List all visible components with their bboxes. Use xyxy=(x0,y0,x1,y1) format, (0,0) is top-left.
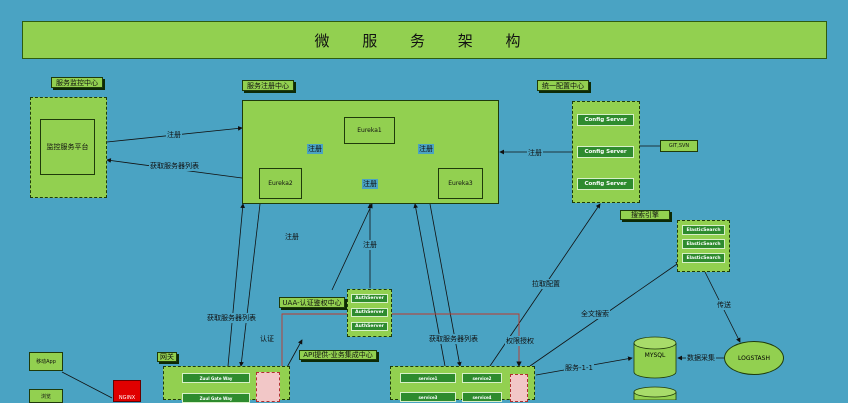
edge-label: 注册 xyxy=(284,232,300,242)
es-node-1[interactable]: ElasticSearch xyxy=(682,225,725,235)
gateway-filter xyxy=(256,372,280,402)
database-icon xyxy=(633,386,677,400)
api-service-4[interactable]: service4 xyxy=(462,392,502,402)
edge-label: 获取服务器列表 xyxy=(428,334,479,344)
auth-server-2[interactable]: AuthServer xyxy=(351,308,388,317)
eureka-node-3[interactable]: Eureka3 xyxy=(438,168,483,199)
tag-gateway: 网关 xyxy=(157,352,177,362)
client-browser[interactable]: 浏览 xyxy=(29,389,63,403)
es-node-2[interactable]: ElasticSearch xyxy=(682,239,725,249)
logstash-node[interactable]: LOGSTASH xyxy=(724,341,784,375)
tag-registry: 服务注册中心 xyxy=(242,80,294,91)
edge-label: 注册 xyxy=(307,144,323,154)
edge-label: 注册 xyxy=(527,148,543,158)
tag-api: API提供-业务集成中心 xyxy=(299,350,377,360)
auth-server-3[interactable]: AuthServer xyxy=(351,322,388,331)
tag-search: 搜索引擎 xyxy=(620,210,670,220)
git-svn-node[interactable]: GIT,SVN xyxy=(660,140,698,152)
gateway-node-1[interactable]: Zuul Gate Way xyxy=(182,373,250,383)
tag-monitor: 服务监控中心 xyxy=(51,77,103,88)
page-title: 微 服 务 架 构 xyxy=(22,21,827,59)
edge-label: 拉取配置 xyxy=(531,279,561,289)
mysql-label: MYSQL xyxy=(644,352,666,359)
edge-label: 权限授权 xyxy=(505,336,535,346)
tag-uaa: UAA-认证鉴权中心 xyxy=(279,297,345,308)
api-service-3[interactable]: service3 xyxy=(400,392,456,402)
config-server-1[interactable]: Config Server xyxy=(577,114,634,126)
edge-label: 认证 xyxy=(259,334,275,344)
eureka-node-2[interactable]: Eureka2 xyxy=(259,168,302,199)
es-node-3[interactable]: ElasticSearch xyxy=(682,253,725,263)
database-icon xyxy=(633,336,677,379)
edge-label: 注册 xyxy=(166,130,182,140)
edge-label: 获取服务器列表 xyxy=(206,313,257,323)
edge-label: 全文搜索 xyxy=(580,309,610,319)
client-mobile[interactable]: 移动App xyxy=(29,352,63,371)
tag-config: 统一配置中心 xyxy=(537,80,589,91)
edge-label: 注册 xyxy=(362,240,378,250)
api-service-1[interactable]: service1 xyxy=(400,373,456,383)
config-server-2[interactable]: Config Server xyxy=(577,146,634,158)
edge-label: 数据采集 xyxy=(686,353,716,363)
eureka-node-1[interactable]: Eureka1 xyxy=(344,117,395,144)
monitor-platform[interactable]: 监控服务平台 xyxy=(40,119,95,175)
edge-label: 获取服务器列表 xyxy=(149,161,200,171)
edge-label: 传送 xyxy=(716,300,732,310)
mysql-db[interactable]: MYSQL xyxy=(633,336,677,380)
edge-label: 注册 xyxy=(362,179,378,189)
edge-label: 注册 xyxy=(418,144,434,154)
db-second[interactable] xyxy=(633,386,677,400)
nginx-node[interactable]: NGINX xyxy=(113,380,141,402)
api-service-2[interactable]: service2 xyxy=(462,373,502,383)
gateway-node-2[interactable]: Zuul Gate Way xyxy=(182,393,250,403)
edge-label: 服务-1-1 xyxy=(564,363,594,373)
auth-server-1[interactable]: AuthServer xyxy=(351,294,388,303)
api-filter xyxy=(510,374,528,402)
config-server-3[interactable]: Config Server xyxy=(577,178,634,190)
